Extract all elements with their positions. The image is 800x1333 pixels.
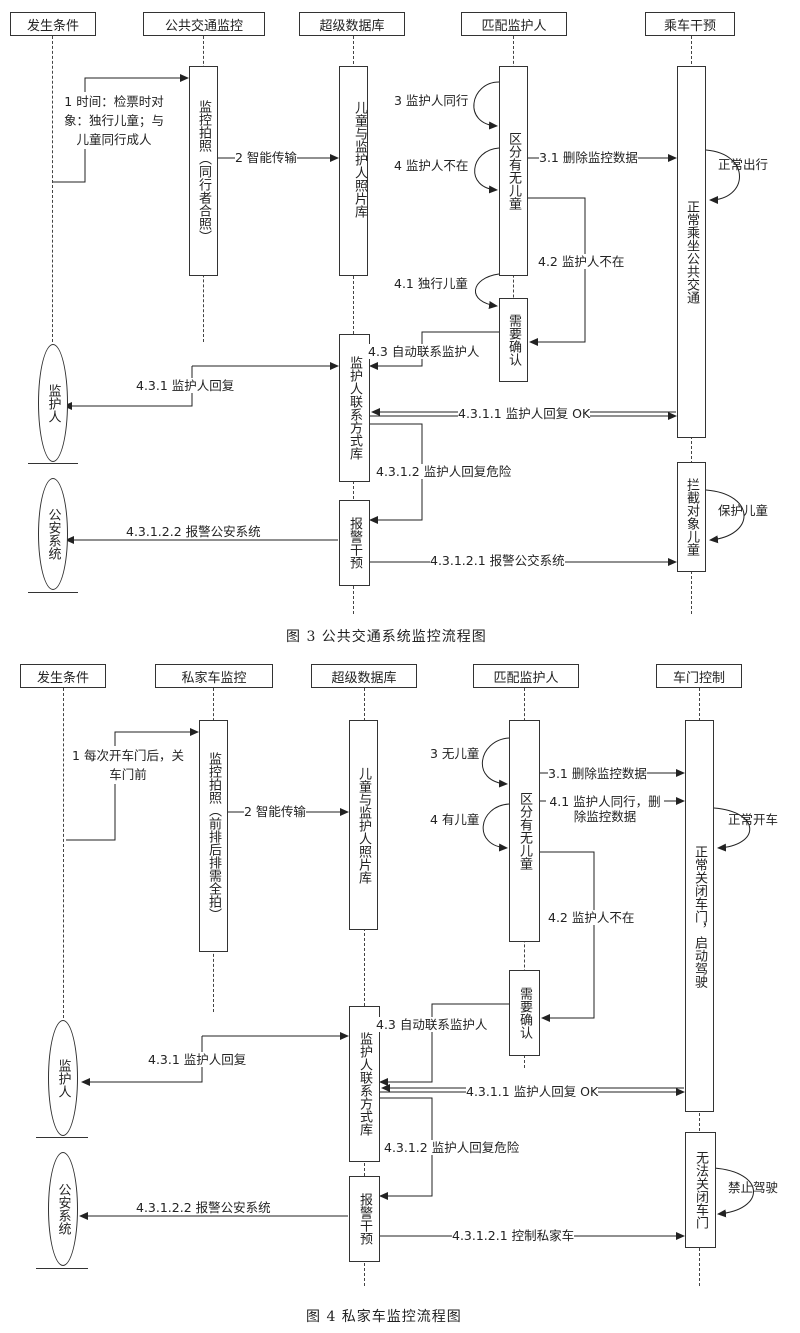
label-step-4-1: 4.1 监护人同行，删除监控数据	[546, 794, 664, 824]
label-normal-drive: 正常开车	[728, 812, 779, 827]
lane-car-monitor: 私家车监控	[155, 664, 273, 688]
box-door-normal: 正常关闭车门，启动驾驶	[685, 720, 714, 1112]
label-step-3-1: 3.1 删除监控数据	[548, 766, 647, 781]
ellipse-police: 公安系统	[38, 478, 68, 590]
ellipse-guardian: 监护人	[38, 344, 68, 462]
box-distinguish: 区分有无儿童	[509, 720, 540, 942]
label-step-4-3-1-1: 4.3.1.1 监护人回复 OK	[458, 406, 591, 421]
box-confirm: 需要确认	[509, 970, 540, 1056]
baseline	[36, 1137, 88, 1138]
lane-monitor: 公共交通监控	[143, 12, 265, 36]
label-step-4-3-1-2: 4.3.1.2 监护人回复危险	[384, 1140, 520, 1155]
label-step-3: 3 无儿童	[430, 746, 480, 761]
label-step-4-1: 4.1 独行儿童	[394, 276, 468, 291]
box-photo: 监控拍照（同行者合照）	[189, 66, 218, 276]
lane-database: 超级数据库	[311, 664, 417, 688]
label-step-4-2: 4.2 监护人不在	[548, 910, 635, 925]
box-distinguish: 区分有无儿童	[499, 66, 528, 276]
box-alarm: 报警干预	[339, 500, 370, 586]
lane-match: 匹配监护人	[461, 12, 567, 36]
lifeline	[63, 688, 64, 1018]
label-step-4-3-1-2: 4.3.1.2 监护人回复危险	[376, 464, 512, 479]
label-step-4-3-1-2-1: 4.3.1.2.1 控制私家车	[452, 1228, 575, 1243]
label-step-4-3-1: 4.3.1 监护人回复	[136, 378, 235, 393]
ellipse-guardian: 监护人	[48, 1020, 78, 1136]
label-step-4-3-1: 4.3.1 监护人回复	[148, 1052, 247, 1067]
box-contact-library: 监护人联系方式库	[339, 334, 370, 482]
box-photo-library: 儿童与监护人照片库	[349, 720, 378, 930]
lane-condition: 发生条件	[20, 664, 106, 688]
lifeline	[364, 688, 365, 1286]
lifeline	[52, 36, 53, 342]
label-step-2: 2 智能传输	[235, 150, 297, 165]
label-step-4-3: 4.3 自动联系监护人	[376, 1017, 488, 1032]
label-step-1: 1 时间：检票时对象：独行儿童；与儿童同行成人	[58, 92, 170, 149]
box-confirm: 需要确认	[499, 298, 528, 382]
lifeline	[353, 36, 354, 614]
label-step-4: 4 监护人不在	[394, 158, 469, 173]
label-step-3-1: 3.1 删除监控数据	[539, 150, 638, 165]
label-step-4: 4 有儿童	[430, 812, 480, 827]
label-step-4-3: 4.3 自动联系监护人	[368, 344, 480, 359]
label-step-4-3-1-2-1: 4.3.1.2.1 报警公交系统	[430, 553, 565, 568]
lane-match: 匹配监护人	[473, 664, 579, 688]
baseline	[36, 1268, 88, 1269]
label-step-2: 2 智能传输	[244, 804, 306, 819]
lane-database: 超级数据库	[299, 12, 405, 36]
box-intercept: 拦截对象儿童	[677, 462, 706, 572]
label-step-1: 1 每次开车门后，关车门前	[70, 746, 186, 784]
lane-door: 车门控制	[656, 664, 742, 688]
caption-figure-4: 图 4 私家车监控流程图	[306, 1309, 462, 1325]
box-contact-library: 监护人联系方式库	[349, 1006, 380, 1162]
figure-3: 发生条件 公共交通监控 超级数据库 匹配监护人 乘车干预 监控拍照（同行者合照）…	[0, 0, 800, 650]
baseline	[28, 592, 78, 593]
label-step-4-2: 4.2 监护人不在	[538, 254, 625, 269]
label-step-4-3-1-1: 4.3.1.1 监护人回复 OK	[466, 1084, 599, 1099]
label-step-4-3-1-2-2: 4.3.1.2.2 报警公安系统	[136, 1200, 271, 1215]
lane-intervene: 乘车干预	[645, 12, 735, 36]
lane-condition: 发生条件	[10, 12, 96, 36]
label-normal-trip: 正常出行	[718, 157, 769, 172]
baseline	[28, 463, 78, 464]
caption-figure-3: 图 3 公共交通系统监控流程图	[286, 629, 487, 645]
label-protect-child: 保护儿童	[718, 503, 769, 518]
label-step-3: 3 监护人同行	[394, 93, 469, 108]
box-alarm: 报警干预	[349, 1176, 380, 1262]
box-photo: 监控拍照（前排后排需全拍）	[199, 720, 228, 952]
ellipse-police: 公安系统	[48, 1152, 78, 1266]
label-step-4-3-1-2-2: 4.3.1.2.2 报警公安系统	[126, 524, 261, 539]
box-ride: 正常乘坐公共交通	[677, 66, 706, 438]
box-door-blocked: 无法关闭车门	[685, 1132, 716, 1248]
box-photo-library: 儿童与监护人照片库	[339, 66, 368, 276]
label-no-drive: 禁止驾驶	[728, 1180, 779, 1195]
